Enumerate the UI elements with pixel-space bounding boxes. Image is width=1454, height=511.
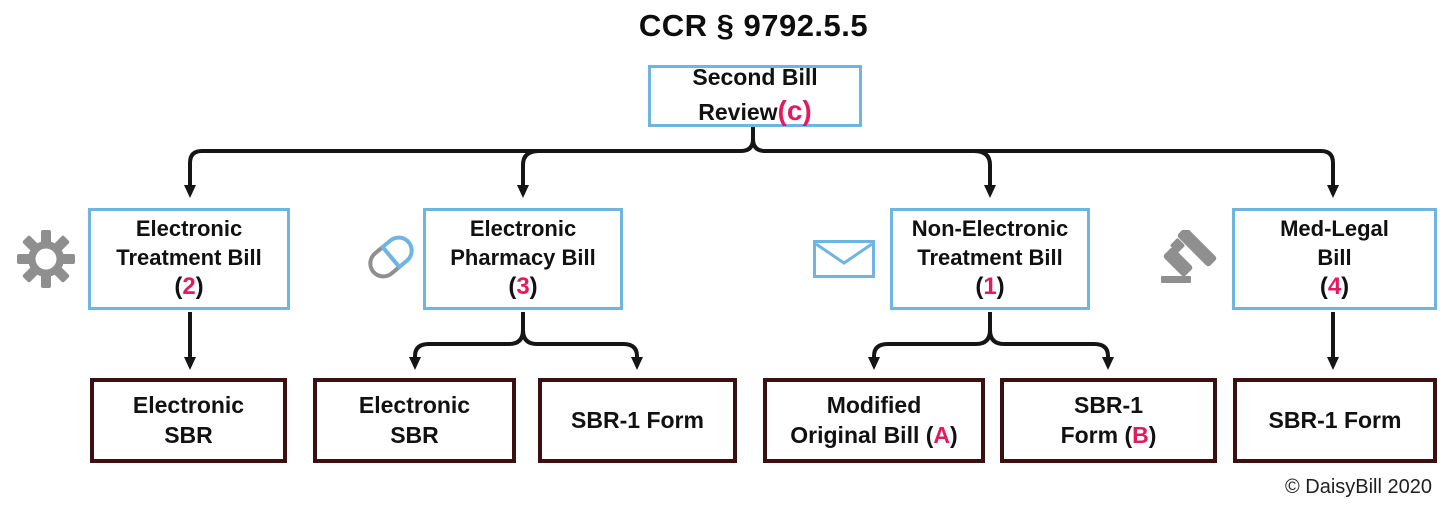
node-line: Second Bill — [692, 64, 818, 91]
connector-nonelec-to-modified — [868, 312, 992, 370]
ref-number: 4 — [1327, 272, 1342, 300]
gavel-icon — [1161, 230, 1217, 283]
paren-close: ) — [1341, 272, 1350, 300]
node-sbr1-form-b: SBR-1 Form (B) — [1000, 378, 1217, 463]
node-line: Non-Electronic — [911, 216, 1069, 242]
gear-icon — [17, 230, 75, 288]
connector-root-to-electronic-treatment — [184, 127, 755, 198]
ref-letter: A — [933, 421, 951, 448]
ref-number: 2 — [182, 272, 196, 300]
paren-open: ( — [508, 272, 517, 300]
paren-open: ( — [975, 272, 984, 300]
node-line: Electronic — [132, 392, 245, 419]
node-line: SBR-1 Form — [571, 406, 704, 433]
node-sbr1-form-2: SBR-1 Form — [1233, 378, 1437, 463]
envelope-icon — [813, 240, 875, 278]
paren-close: ) — [529, 272, 538, 300]
node-text: Review — [698, 98, 778, 125]
node-line: Electronic — [469, 216, 577, 242]
node-sbr1-form-1: SBR-1 Form — [538, 378, 737, 463]
node-line: SBR — [390, 421, 439, 448]
node-med-legal-bill: Med-Legal Bill (4) — [1232, 208, 1437, 310]
connector-root-to-electronic-pharmacy — [517, 149, 540, 198]
node-ref: (3) — [508, 272, 537, 303]
node-line: Form (B) — [1061, 421, 1157, 450]
node-line: Treatment Bill — [917, 244, 1063, 270]
ref-number: 3 — [516, 272, 530, 300]
page-title: CCR § 9792.5.5 — [638, 8, 869, 43]
node-line: Original Bill (A) — [790, 421, 957, 450]
paren-close: ) — [950, 421, 958, 448]
node-second-bill-review: Second Bill Review(c) — [648, 64, 862, 129]
connector-root-to-non-electronic — [973, 149, 996, 198]
ref-letter: (c) — [777, 94, 812, 126]
node-line: SBR-1 Form — [1268, 406, 1402, 433]
node-line: Pharmacy Bill — [450, 244, 596, 270]
paren-open: ( — [174, 272, 183, 300]
connector-pharmacy-to-sbr1 — [521, 312, 643, 370]
paren-close: ) — [1148, 421, 1157, 448]
node-modified-original-bill: Modified Original Bill (A) — [763, 378, 985, 463]
node-electronic-pharmacy-bill: Electronic Pharmacy Bill (3) — [423, 208, 623, 310]
ref-letter: B — [1132, 421, 1149, 448]
node-ref: (4) — [1320, 272, 1349, 303]
node-line: Med-Legal — [1280, 216, 1389, 242]
node-line: Electronic — [135, 216, 243, 242]
node-line: SBR-1 — [1073, 392, 1143, 419]
node-text: Original Bill ( — [790, 421, 934, 448]
copyright-text: © DaisyBill 2020 — [1284, 476, 1432, 498]
node-electronic-sbr-2: Electronic SBR — [313, 378, 516, 463]
connector-pharmacy-to-esbr — [409, 312, 525, 370]
node-ref: (2) — [174, 272, 203, 303]
pill-icon — [368, 235, 414, 279]
node-line: SBR — [164, 421, 213, 448]
node-line: Review(c) — [698, 93, 812, 129]
node-ref: (1) — [975, 272, 1004, 303]
node-line: Electronic — [358, 392, 471, 419]
node-text: Form ( — [1060, 421, 1133, 448]
node-line: Bill — [1317, 244, 1352, 270]
paren-open: ( — [1319, 272, 1328, 300]
connector-nonelec-to-sbr1b — [988, 312, 1114, 370]
paren-close: ) — [996, 272, 1005, 300]
ref-number: 1 — [983, 272, 997, 300]
node-electronic-treatment-bill: Electronic Treatment Bill (2) — [88, 208, 290, 310]
node-line: Modified — [826, 392, 922, 419]
paren-close: ) — [195, 272, 204, 300]
node-electronic-sbr-1: Electronic SBR — [90, 378, 287, 463]
connector-root-to-med-legal — [751, 127, 1339, 198]
node-non-electronic-treatment-bill: Non-Electronic Treatment Bill (1) — [890, 208, 1090, 310]
node-line: Treatment Bill — [116, 244, 262, 270]
